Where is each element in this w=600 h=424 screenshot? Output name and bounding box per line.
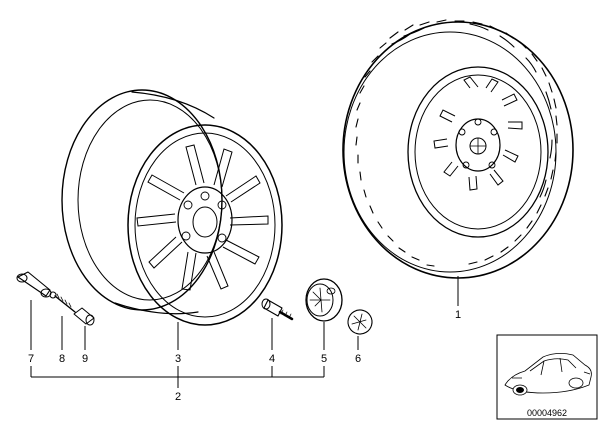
callout-4: 4	[269, 353, 275, 365]
callout-8: 8	[59, 353, 65, 365]
callout-9: 9	[82, 353, 88, 365]
emblem	[347, 309, 373, 335]
callout-2: 2	[175, 391, 181, 403]
vehicle-inset: 00004962	[496, 334, 598, 420]
complete-wheel-with-tyre	[342, 19, 574, 279]
car-silhouette	[504, 353, 592, 396]
tyre-tread	[355, 19, 558, 267]
callout-6: 6	[355, 353, 361, 365]
hub-cap	[305, 278, 343, 322]
leader-lines	[30, 276, 459, 388]
highlighted-wheel-marker	[516, 387, 524, 393]
rim-spokes	[136, 144, 269, 291]
callout-5: 5	[321, 353, 327, 365]
complete-wheel-spokes	[433, 76, 523, 191]
wheel-bolt	[261, 298, 294, 321]
callout-1: 1	[455, 309, 461, 321]
inset-reference-number: 00004962	[527, 408, 567, 418]
sleeve	[73, 307, 95, 326]
light-alloy-rim	[61, 89, 283, 326]
callout-7: 7	[28, 353, 34, 365]
callout-3: 3	[175, 353, 181, 365]
screw	[49, 291, 76, 313]
valve	[16, 271, 52, 298]
callout-numbers: 1 7 8 9 3 4 5 6 2	[28, 309, 461, 403]
